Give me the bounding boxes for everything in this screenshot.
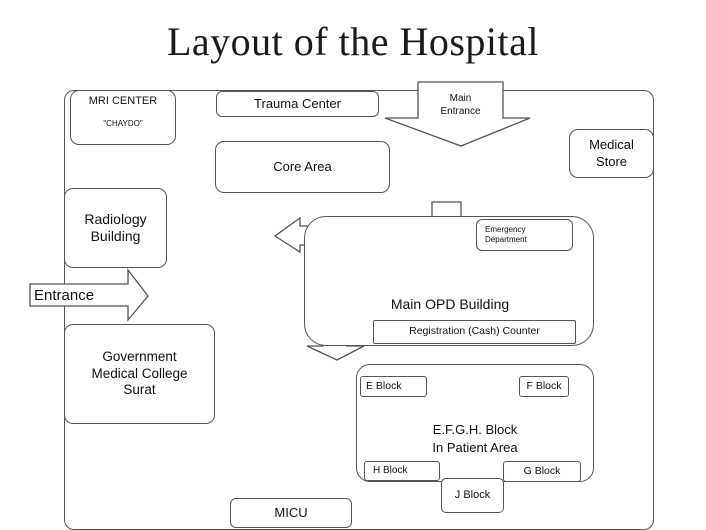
f-block: F Block <box>519 376 569 397</box>
efgh-label: E.F.G.H. Block In Patient Area <box>380 421 570 456</box>
g-block-label: G Block <box>523 464 561 477</box>
h-block-label: H Block <box>373 464 408 476</box>
medical-store-line1: Medical <box>589 137 634 153</box>
micu-label: MICU <box>274 504 308 520</box>
g-block: G Block <box>503 461 581 482</box>
gmc-line2: Medical College <box>91 365 188 381</box>
efgh-line2: In Patient Area <box>432 439 518 455</box>
j-block: J Block <box>441 478 504 513</box>
mri-center-block: MRI CENTER "CHAYDO" <box>70 90 176 145</box>
medical-store-block: Medical Store <box>569 129 654 178</box>
gmc-line3: Surat <box>123 382 156 398</box>
core-area-label: Core Area <box>273 158 332 174</box>
radiology-building-block: Radiology Building <box>64 188 167 268</box>
mri-center-subtitle: "CHAYDO" <box>103 118 143 128</box>
emergency-line1: Emergency <box>485 225 526 234</box>
main-entrance-line2: Entrance <box>440 105 481 117</box>
main-entrance-line1: Main <box>449 93 472 104</box>
j-block-label: J Block <box>454 488 491 501</box>
main-entrance-label: Main Entrance <box>418 93 503 118</box>
registration-label: Registration (Cash) Counter <box>409 325 540 338</box>
entrance-arrow <box>29 268 149 322</box>
radiology-line2: Building <box>90 228 141 244</box>
emergency-line2: Department <box>485 235 527 244</box>
e-block: E Block <box>360 376 427 397</box>
h-block: H Block <box>364 461 440 481</box>
main-entrance-arrow <box>384 81 531 147</box>
f-block-label: F Block <box>526 379 562 392</box>
entrance-label: Entrance <box>34 287 95 304</box>
efgh-line1: E.F.G.H. Block <box>432 422 518 437</box>
registration-counter-block: Registration (Cash) Counter <box>373 320 576 344</box>
government-medical-college-block: Government Medical College Surat <box>64 324 215 424</box>
trauma-center-label: Trauma Center <box>254 95 341 111</box>
trauma-center-block: Trauma Center <box>216 91 379 117</box>
emergency-department-block: Emergency Department <box>476 219 573 251</box>
medical-store-line2: Store <box>595 153 628 169</box>
radiology-line1: Radiology <box>84 210 147 227</box>
core-area-block: Core Area <box>215 141 390 193</box>
main-opd-label: Main OPD Building <box>390 296 510 312</box>
mri-center-label: MRI CENTER <box>88 95 158 107</box>
page-title: Layout of the Hospital <box>166 19 540 64</box>
e-block-label: E Block <box>366 379 402 392</box>
gmc-line1: Government <box>102 348 177 364</box>
micu-block: MICU <box>230 498 352 528</box>
